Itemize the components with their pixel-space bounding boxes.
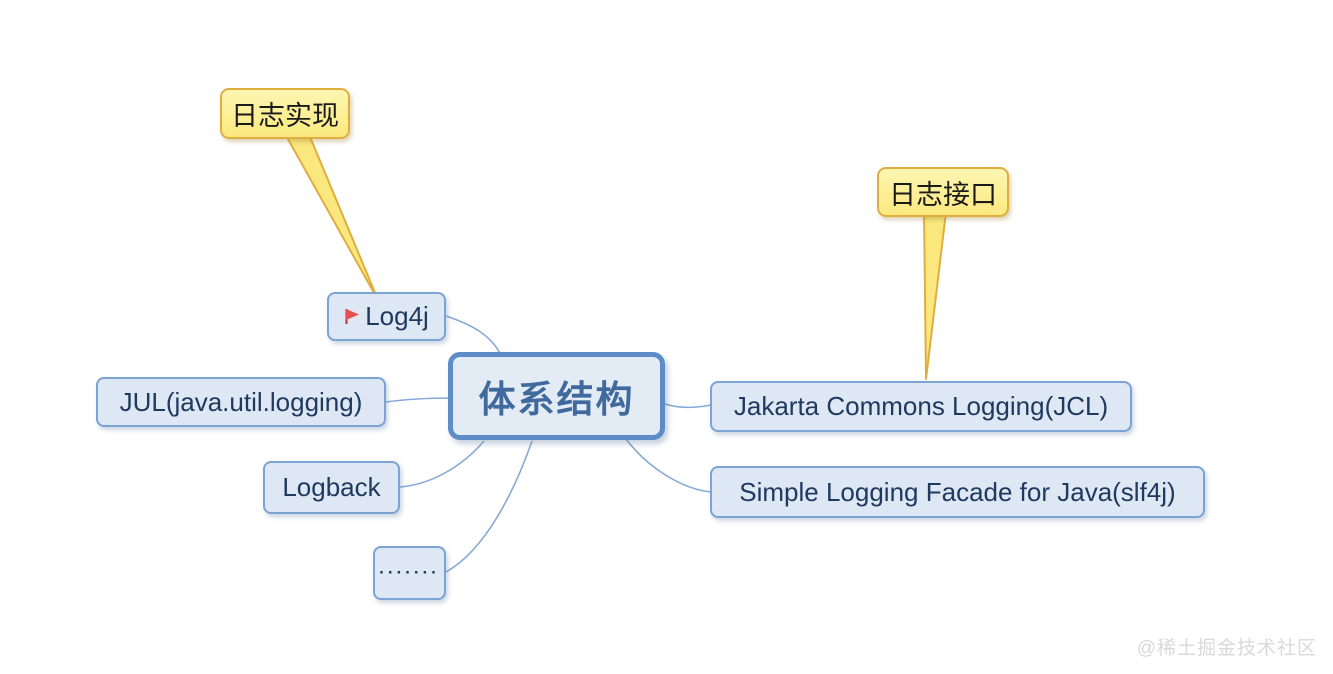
node-dots-label: ······· [379, 563, 440, 582]
callout-implementation-label: 日志实现 [231, 101, 339, 131]
node-logback: Logback [263, 461, 400, 514]
connector-jcl [661, 402, 712, 409]
node-log4j-label: Log4j [365, 301, 429, 331]
node-slf4j: Simple Logging Facade for Java(slf4j) [710, 466, 1205, 518]
red-flag-icon [344, 307, 361, 326]
callout-tail-implementation [283, 131, 379, 301]
callout-interface: 日志接口 [877, 167, 1009, 217]
callout-interface-label: 日志接口 [889, 179, 997, 210]
node-slf4j-label: Simple Logging Facade for Java(slf4j) [739, 476, 1176, 507]
callout-tail-interface [923, 211, 947, 380]
connector-logback [399, 440, 485, 488]
node-logback-label: Logback [282, 472, 381, 502]
node-jul: JUL(java.util.logging) [96, 377, 386, 427]
watermark: @稀土掘金技术社区 [1137, 633, 1317, 660]
node-log4j: Log4j [327, 292, 446, 341]
node-dots: ······· [373, 546, 446, 600]
node-jcl: Jakarta Commons Logging(JCL) [710, 381, 1132, 432]
central-topic-node: 体系结构 [448, 352, 665, 440]
central-topic-label: 体系结构 [478, 379, 635, 420]
connector-jul [385, 397, 453, 403]
connector-log4j [445, 315, 501, 354]
callout-implementation: 日志实现 [220, 88, 350, 139]
connector-dots [445, 440, 533, 573]
connector-slf4j [625, 438, 712, 493]
node-jcl-label: Jakarta Commons Logging(JCL) [733, 391, 1109, 421]
node-jul-label: JUL(java.util.logging) [119, 386, 363, 417]
watermark-text: @稀土掘金技术社区 [1136, 638, 1317, 659]
